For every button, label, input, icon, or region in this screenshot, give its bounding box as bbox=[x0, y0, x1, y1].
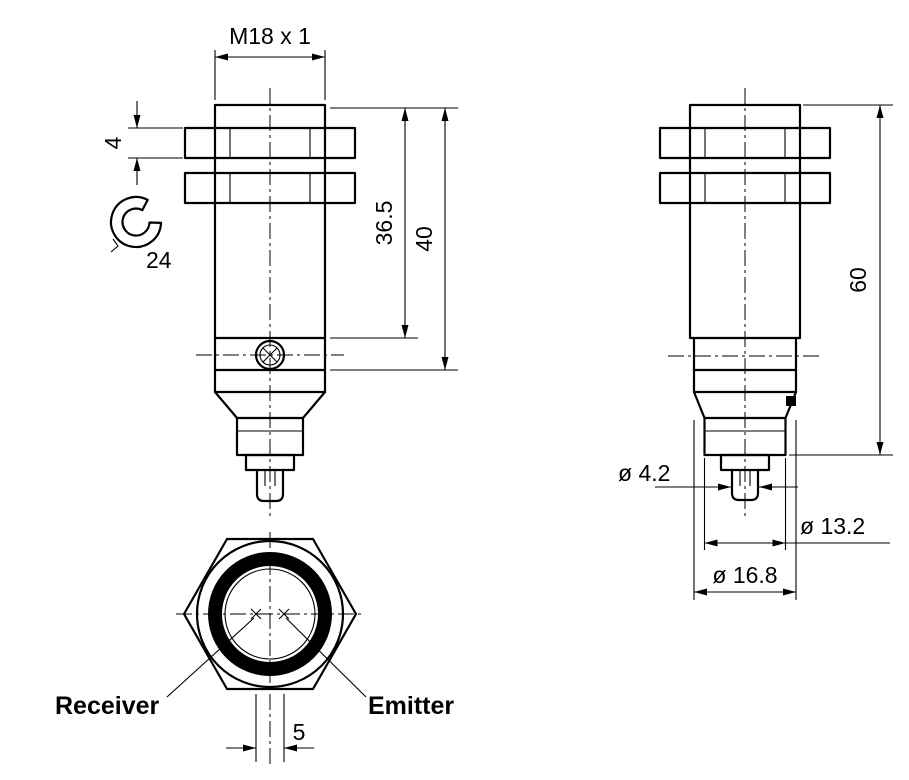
emitter-lens-mark bbox=[278, 608, 290, 620]
nut-height-label: 4 bbox=[100, 136, 126, 149]
hex-nut-lower-right bbox=[658, 171, 832, 205]
thread-length-label: 36.5 bbox=[371, 201, 397, 246]
thread-spec-label: M18 x 1 bbox=[229, 23, 311, 49]
pin-diameter-label: ø 4.2 bbox=[618, 460, 670, 486]
sensor-barrel bbox=[213, 103, 327, 340]
connector-diameter-label: ø 13.2 bbox=[800, 513, 865, 539]
lens-ring bbox=[208, 552, 332, 676]
connector-pin-right bbox=[730, 468, 760, 502]
body-length-label: 40 bbox=[411, 226, 437, 252]
dim-connector-diameter: ø 13.2 bbox=[703, 458, 890, 550]
hex-nut-upper bbox=[183, 126, 357, 160]
receiver-leader-line bbox=[166, 617, 255, 698]
dim-nut-height: 4 bbox=[100, 101, 183, 185]
connector-key-notch bbox=[786, 396, 796, 406]
dim-total-length: 60 bbox=[789, 104, 893, 456]
hex-nut-lower bbox=[183, 171, 357, 205]
emitter-label: Emitter bbox=[368, 692, 454, 720]
ground-screw-icon bbox=[254, 339, 286, 371]
wrench-size-label: 24 bbox=[146, 247, 172, 273]
hex-face bbox=[182, 537, 358, 691]
dim-sleeve-diameter: ø 16.8 bbox=[693, 420, 797, 600]
barrel-circle bbox=[195, 539, 345, 689]
lens-spacing-label: 5 bbox=[293, 719, 306, 745]
total-length-label: 60 bbox=[845, 267, 871, 293]
front-view: Receiver Emitter bbox=[55, 532, 454, 766]
dim-thread-length: 36.5 bbox=[330, 107, 458, 339]
side-view-left bbox=[183, 88, 357, 516]
dim-pin-diameter: ø 4.2 bbox=[618, 460, 798, 491]
connector-pin-left bbox=[255, 468, 285, 503]
dim-body-length: 40 bbox=[330, 108, 458, 371]
wrench-icon: 24 bbox=[109, 195, 172, 273]
dim-lens-spacing: 5 bbox=[226, 694, 314, 762]
sensor-housing-right bbox=[692, 336, 798, 502]
receiver-lens-mark bbox=[250, 608, 262, 620]
sleeve-diameter-label: ø 16.8 bbox=[712, 562, 777, 588]
side-view-right bbox=[658, 88, 832, 516]
inner-circle bbox=[224, 568, 316, 660]
receiver-label: Receiver bbox=[55, 692, 160, 720]
dim-thread-spec: M18 x 1 bbox=[214, 23, 326, 100]
hex-nut-upper-right bbox=[658, 126, 832, 160]
sensor-barrel-right bbox=[688, 103, 802, 340]
emitter-leader-line bbox=[285, 617, 367, 698]
